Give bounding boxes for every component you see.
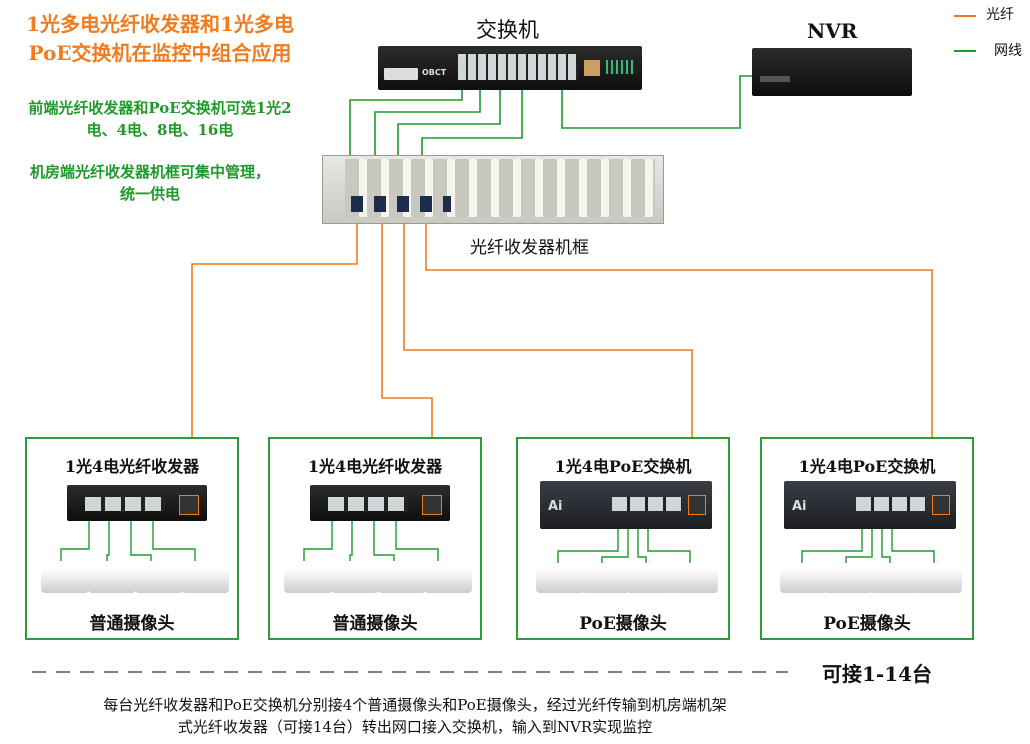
switch-brand: OBCT	[422, 68, 447, 77]
rj45-ports	[85, 497, 165, 511]
bullet-camera-icon	[870, 569, 918, 593]
bullet-camera-icon	[378, 569, 426, 593]
bullet-camera-icon	[536, 569, 584, 593]
camera-label: 普通摄像头	[89, 614, 175, 634]
camera-cables	[801, 529, 935, 563]
rj45-ports	[856, 497, 926, 511]
note-options-line-1: 前端光纤收发器和PoE交换机可选1光2	[28, 99, 292, 117]
switch-port-block	[458, 54, 578, 80]
panel-title: 1光4电光纤收发器	[307, 457, 443, 476]
bullet-camera-icon	[135, 569, 183, 593]
camera-row	[41, 569, 231, 595]
panel-transceiver-2: 1光4电光纤收发器 普通摄像头	[268, 437, 482, 640]
chassis-fiber-modules	[351, 196, 451, 212]
camera-cables	[303, 521, 439, 561]
panel-poe-switch-2: 1光4电PoE交换机 Ai PoE摄像头	[760, 437, 974, 640]
panel-title: 1光4电PoE交换机	[554, 457, 692, 476]
diagram-title: 1光多电光纤收发器和1光多电 PoE交换机在监控中组合应用	[0, 10, 320, 68]
network-cables	[349, 75, 752, 160]
note-chassis: 机房端光纤收发器机框可集中管理， 统一供电	[0, 161, 300, 205]
switch-leds	[606, 60, 636, 74]
switch-brand-plate	[384, 68, 418, 80]
note-chassis-line-1: 机房端光纤收发器机框可集中管理，	[29, 163, 270, 181]
bullet-camera-icon	[88, 569, 136, 593]
note-options: 前端光纤收发器和PoE交换机可选1光2 电、4电、8电、16电	[0, 97, 320, 141]
footer-line-2: 式光纤收发器（可接14台）转出网口接入交换机，输入到NVR实现监控	[177, 718, 653, 736]
bullet-camera-icon	[284, 569, 332, 593]
panel-poe-switch-1: 1光4电PoE交换机 Ai PoE摄像头	[516, 437, 730, 640]
legend-cable-label: 网线	[994, 43, 1022, 59]
bullet-camera-icon	[626, 569, 674, 593]
camera-row	[780, 569, 970, 595]
footer-line-1: 每台光纤收发器和PoE交换机分别接4个普通摄像头和PoE摄像头，经过光纤传输到机…	[103, 696, 727, 714]
footer-description: 每台光纤收发器和PoE交换机分别接4个普通摄像头和PoE摄像头，经过光纤传输到机…	[0, 694, 830, 738]
fiber-lines	[191, 218, 933, 505]
panel-title: 1光4电光纤收发器	[64, 457, 200, 476]
bullet-camera-icon	[581, 569, 629, 593]
rj45-ports	[328, 497, 408, 511]
bullet-camera-icon	[914, 569, 962, 593]
network-switch: OBCT	[378, 46, 642, 90]
note-chassis-line-2: 统一供电	[119, 185, 180, 203]
camera-label: PoE摄像头	[579, 614, 667, 634]
bullet-camera-icon	[181, 569, 229, 593]
switch-sfp-ports	[584, 60, 600, 76]
nvr-label: NVR	[807, 19, 858, 43]
panel-transceiver-1: 1光4电光纤收发器 普通摄像头	[25, 437, 239, 640]
camera-row	[284, 569, 474, 595]
poe-switch-device: Ai	[540, 481, 712, 529]
bullet-camera-icon	[780, 569, 828, 593]
rj45-ports	[612, 497, 682, 511]
capacity-label: 可接1-14台	[822, 662, 933, 686]
legend-cable-line	[954, 50, 976, 52]
legend-fiber-label: 光纤	[986, 7, 1014, 23]
bullet-camera-icon	[424, 569, 472, 593]
fiber-port	[422, 495, 442, 515]
nvr-front-slot	[760, 76, 790, 82]
camera-cables	[60, 521, 196, 561]
fiber-port	[932, 495, 950, 515]
transceiver-device	[310, 485, 450, 521]
poe-switch-device: Ai	[784, 481, 956, 529]
bullet-camera-icon	[331, 569, 379, 593]
panel-title: 1光4电PoE交换机	[798, 457, 936, 476]
poe-brand-logo: Ai	[548, 499, 563, 514]
title-line-2: PoE交换机在监控中组合应用	[28, 41, 292, 65]
bullet-camera-icon	[41, 569, 89, 593]
fiber-port	[688, 495, 706, 515]
title-line-1: 1光多电光纤收发器和1光多电	[26, 12, 294, 36]
note-options-line-2: 电、4电、8电、16电	[86, 121, 234, 139]
camera-label: PoE摄像头	[823, 614, 911, 634]
camera-row	[536, 569, 726, 595]
fiber-port	[179, 495, 199, 515]
camera-label: 普通摄像头	[332, 614, 418, 634]
legend-fiber-line	[954, 15, 976, 17]
transceiver-device	[67, 485, 207, 521]
camera-cables	[557, 529, 691, 563]
fiber-chassis	[322, 155, 664, 224]
bullet-camera-icon	[825, 569, 873, 593]
poe-brand-logo: Ai	[792, 499, 807, 514]
nvr-device	[752, 48, 912, 96]
chassis-label: 光纤收发器机框	[470, 238, 589, 258]
bullet-camera-icon	[670, 569, 718, 593]
switch-label: 交换机	[476, 18, 539, 42]
